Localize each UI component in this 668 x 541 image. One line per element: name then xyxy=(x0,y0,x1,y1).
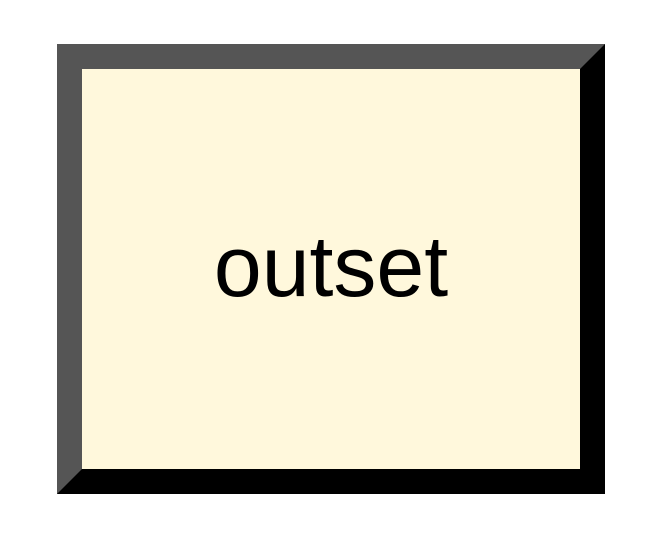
outset-border-box: outset xyxy=(57,44,605,494)
box-label: outset xyxy=(213,219,449,315)
